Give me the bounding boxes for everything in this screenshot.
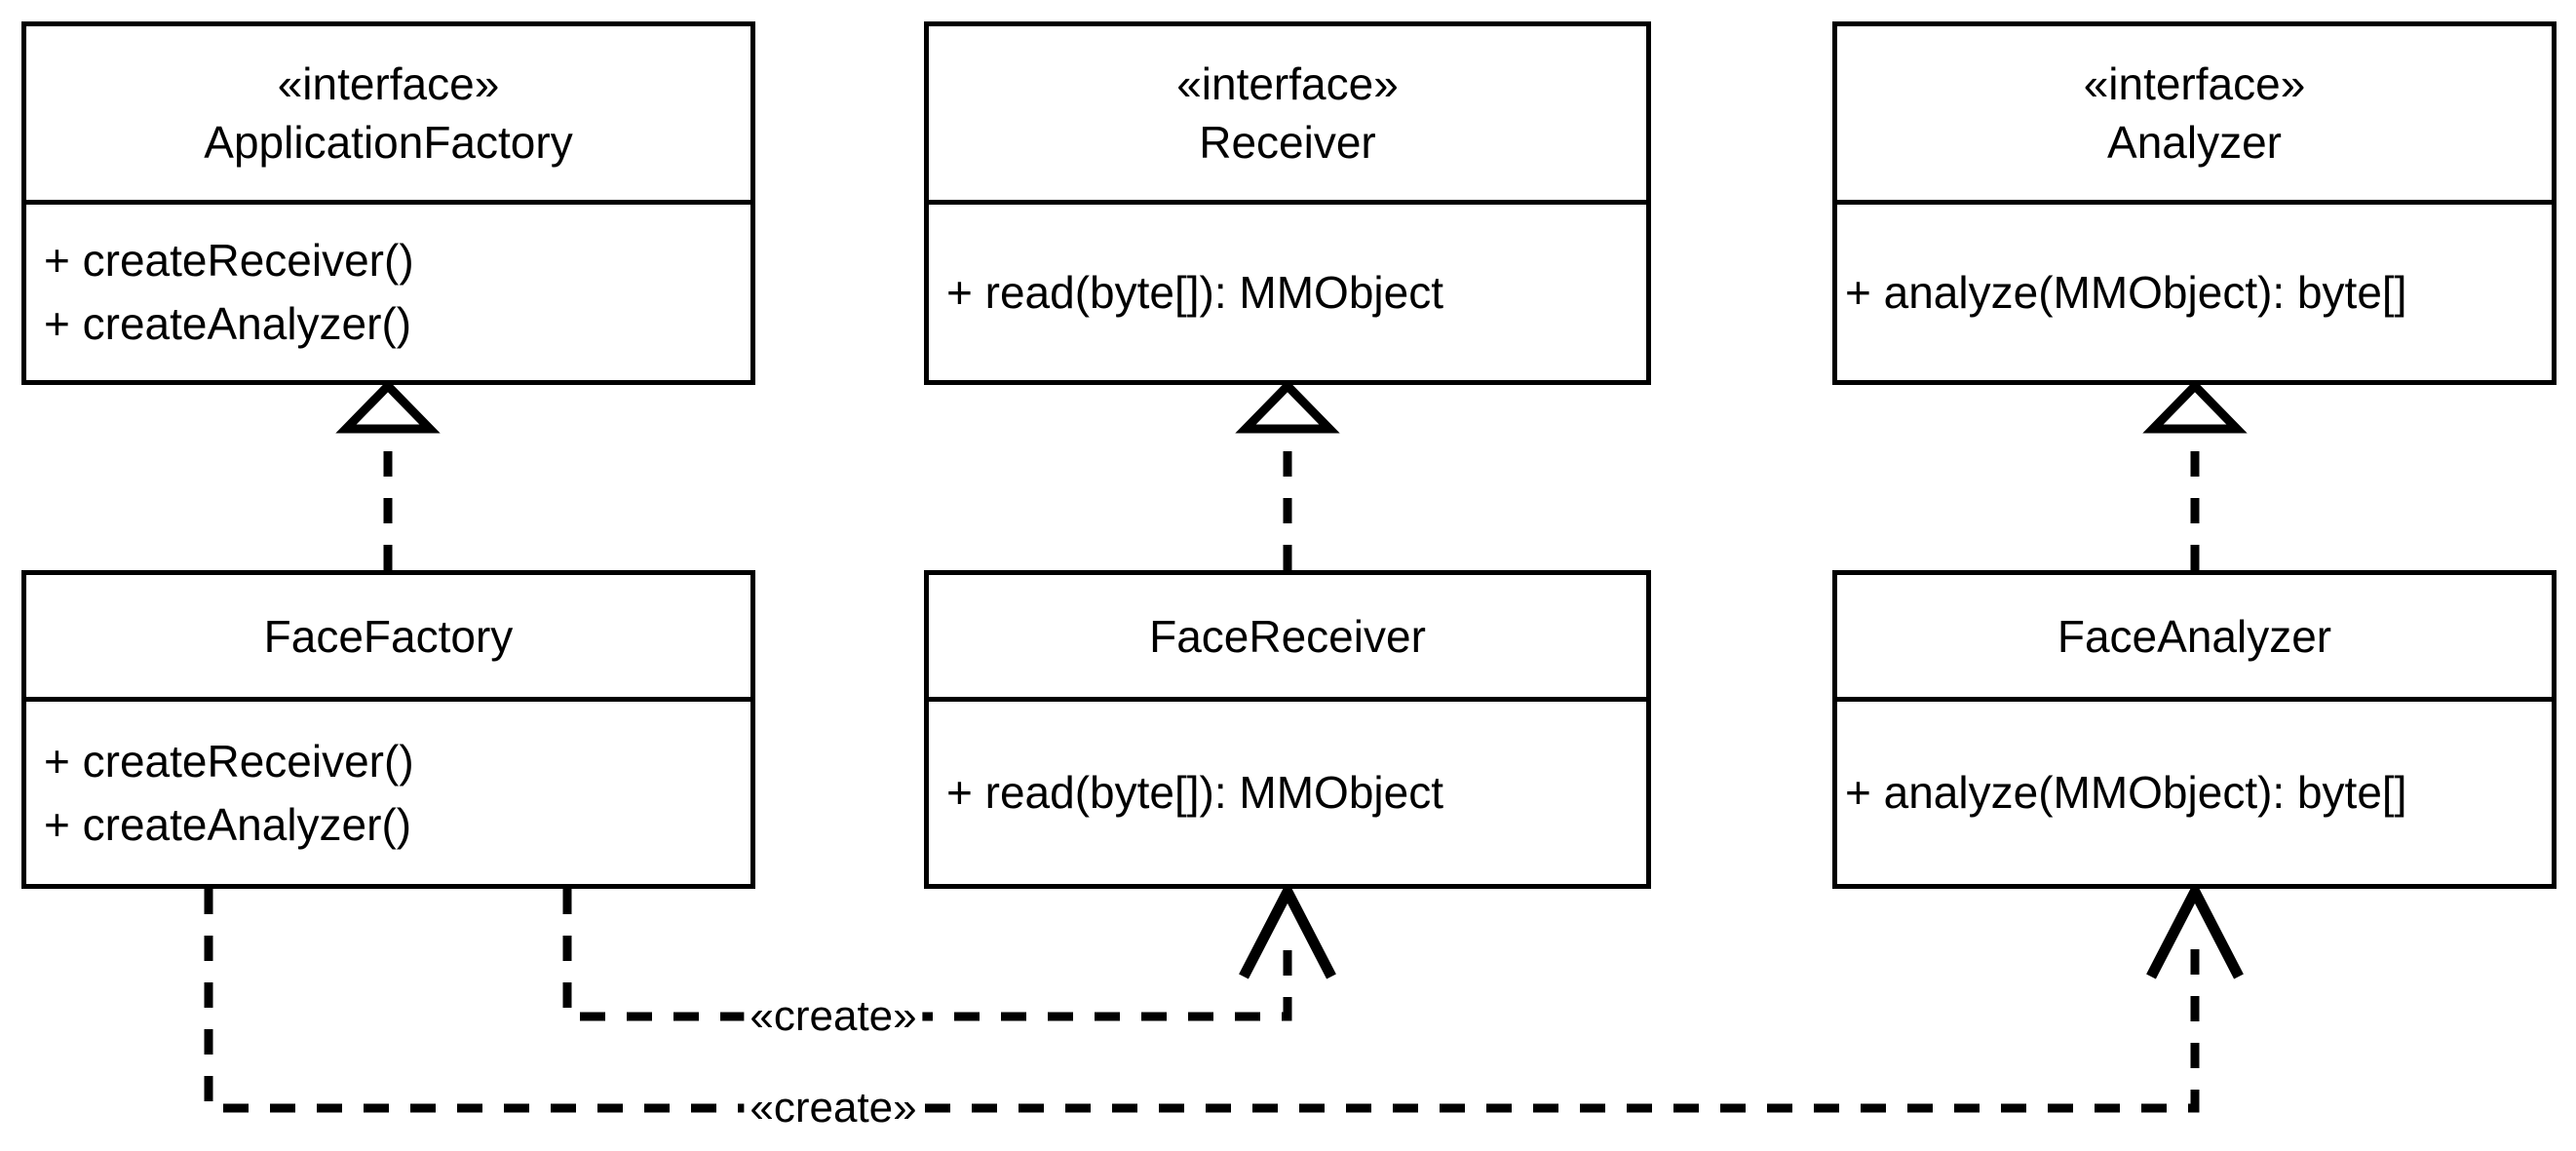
class-name-label: FaceFactory [263,610,514,662]
class-name-label: ApplicationFactory [204,117,573,168]
operation-item: + analyze(MMObject): byte[] [1845,266,2407,318]
operation-item: + createReceiver() [44,735,414,787]
realization-analyzer [2142,379,2248,570]
operation-item: + createAnalyzer() [44,298,412,349]
operations-compartment-receiver: + read(byte[]): MMObject [929,205,1646,380]
class-box-face-analyzer[interactable]: FaceAnalyzer + analyze(MMObject): byte[] [1832,570,2557,889]
class-box-face-receiver[interactable]: FaceReceiver + read(byte[]): MMObject [924,570,1651,889]
class-name-label: Receiver [1199,117,1376,168]
operation-item: + analyze(MMObject): byte[] [1845,767,2407,818]
operation-item: + read(byte[]): MMObject [946,767,1443,818]
class-box-analyzer[interactable]: «interface» Analyzer + analyze(MMObject)… [1832,21,2557,385]
class-box-face-factory[interactable]: FaceFactory + createReceiver() + createA… [21,570,755,889]
class-header-face-analyzer: FaceAnalyzer [1837,575,2552,702]
operations-compartment-face-analyzer: + analyze(MMObject): byte[] [1837,702,2552,884]
edge-label-create-analyzer: «create» [744,1087,923,1130]
operation-item: + createReceiver() [44,235,414,286]
realization-application-factory [335,379,441,570]
operations-compartment-face-factory: + createReceiver() + createAnalyzer() [26,702,750,884]
dependency-create-face-analyzer [204,880,2244,1113]
operations-compartment-face-receiver: + read(byte[]): MMObject [929,702,1646,884]
class-header-face-factory: FaceFactory [26,575,750,702]
operations-compartment-analyzer: + analyze(MMObject): byte[] [1837,205,2552,380]
class-header-receiver: «interface» Receiver [929,26,1646,205]
stereotype-label: «interface» [1176,58,1399,109]
edge-label-create-receiver: «create» [744,995,923,1038]
class-header-application-factory: «interface» ApplicationFactory [26,26,750,205]
realization-receiver [1235,379,1340,570]
class-header-analyzer: «interface» Analyzer [1837,26,2552,205]
class-header-face-receiver: FaceReceiver [929,575,1646,702]
stereotype-label: «interface» [2083,58,2306,109]
operation-item: + createAnalyzer() [44,798,412,850]
stereotype-label: «interface» [277,58,500,109]
dependency-create-face-receiver [562,880,1336,1021]
class-name-label: FaceReceiver [1149,610,1426,662]
class-name-label: Analyzer [2107,117,2282,168]
class-box-receiver[interactable]: «interface» Receiver + read(byte[]): MMO… [924,21,1651,385]
operations-compartment-application-factory: + createReceiver() + createAnalyzer() [26,205,750,380]
class-name-label: FaceAnalyzer [2057,610,2332,662]
operation-item: + read(byte[]): MMObject [946,266,1443,318]
class-box-application-factory[interactable]: «interface» ApplicationFactory + createR… [21,21,755,385]
